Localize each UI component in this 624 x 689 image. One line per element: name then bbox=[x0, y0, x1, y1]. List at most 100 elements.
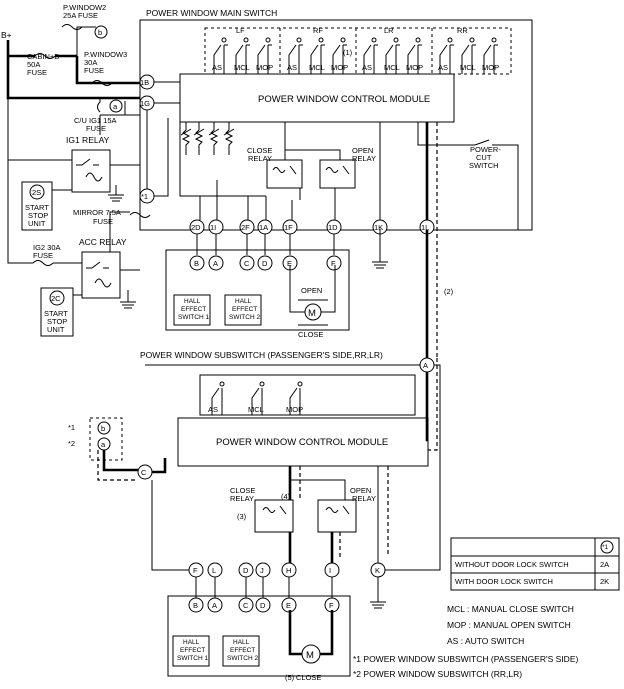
svg-text:HALL: HALL bbox=[235, 298, 252, 305]
main-harness-pin-label: F bbox=[331, 259, 336, 268]
sub-harness-pin bbox=[188, 597, 204, 613]
main-connector-label: 2F bbox=[241, 223, 250, 232]
mirror-fuse: MIRROR 7.5A FUSE bbox=[73, 208, 151, 226]
connector-1g: 1G bbox=[140, 99, 150, 108]
main-switch-label: MOP bbox=[482, 63, 499, 72]
svg-text:50A: 50A bbox=[27, 60, 40, 69]
main-harness-pin-label: A bbox=[213, 259, 218, 268]
main-switch-contact bbox=[332, 44, 347, 74]
start-stop-unit-2c: 2C START STOP UNIT bbox=[40, 287, 74, 337]
svg-text:HALL: HALL bbox=[233, 639, 250, 646]
svg-text:CABIN+B: CABIN+B bbox=[27, 52, 59, 61]
main-switch-label: MCL bbox=[309, 63, 325, 72]
callout-2: (2) bbox=[444, 287, 454, 296]
power-cut-label-2: CUT bbox=[476, 153, 492, 162]
main-control-module bbox=[179, 73, 455, 123]
sub-close-relay-label-2: RELAY bbox=[230, 494, 254, 503]
sub-ref-b: b bbox=[101, 424, 105, 433]
callout-1: (1) bbox=[343, 48, 353, 57]
svg-text:SWITCH 2: SWITCH 2 bbox=[229, 314, 260, 321]
main-switch-label: MCL bbox=[460, 63, 476, 72]
svg-text:EFFECT: EFFECT bbox=[180, 647, 205, 654]
sub-hall-switch-2 bbox=[222, 635, 260, 667]
svg-text:25A FUSE: 25A FUSE bbox=[63, 11, 98, 20]
svg-text:FUSE: FUSE bbox=[33, 251, 53, 260]
sub-control-module bbox=[177, 417, 429, 467]
main-switch-label: MOP bbox=[256, 63, 273, 72]
svg-text:SWITCH 2: SWITCH 2 bbox=[227, 655, 258, 662]
legend-mop: MOP : MANUAL OPEN SWITCH bbox=[447, 620, 571, 630]
sub-switch-label: MOP bbox=[286, 405, 303, 414]
open-relay-label: OPEN bbox=[352, 146, 373, 155]
group-rf: RF bbox=[313, 26, 323, 35]
sub-connector-label: F bbox=[193, 566, 198, 575]
svg-text:SWITCH 1: SWITCH 1 bbox=[177, 655, 208, 662]
main-harness-pin bbox=[257, 255, 273, 271]
sub-switch-contact bbox=[289, 387, 301, 415]
main-switch-label: AS bbox=[362, 63, 372, 72]
svg-text:MIRROR 7.5A: MIRROR 7.5A bbox=[73, 208, 121, 217]
main-connector-label: 1D bbox=[328, 223, 338, 232]
resistor bbox=[193, 122, 205, 155]
sub-ref-a: a bbox=[101, 440, 106, 449]
svg-text:a: a bbox=[113, 102, 118, 111]
sub-ref-star1: *1 bbox=[68, 423, 75, 432]
sub-harness-pin-label: C bbox=[243, 601, 249, 610]
svg-text:FUSE: FUSE bbox=[27, 68, 47, 77]
sub-switch-title: POWER WINDOW SUBSWITCH (PASSENGER'S SIDE… bbox=[140, 350, 383, 360]
main-switch-label: MOP bbox=[406, 63, 423, 72]
sub-connector-c: C bbox=[141, 468, 147, 477]
svg-text:30A: 30A bbox=[84, 58, 97, 67]
cabin-fuse: CABIN+B 50A FUSE bbox=[27, 52, 59, 77]
svg-text:HALL: HALL bbox=[184, 298, 201, 305]
svg-text:HALL: HALL bbox=[183, 639, 200, 646]
pwindow2-fuse: P.WINDOW2 25A FUSE bbox=[61, 3, 106, 30]
power-cut-label-3: SWITCH bbox=[469, 161, 499, 170]
sub-ref-star2: *2 bbox=[68, 439, 75, 448]
main-switch-title: POWER WINDOW MAIN SWITCH bbox=[146, 8, 277, 18]
group-rr: RR bbox=[457, 26, 468, 35]
main-switch-contact bbox=[483, 44, 498, 74]
svg-text:STOP: STOP bbox=[28, 211, 48, 220]
main-harness-pin-label: E bbox=[287, 259, 292, 268]
main-switch-contact bbox=[439, 44, 454, 74]
main-hall-switch-2 bbox=[224, 294, 262, 326]
main-harness-pin bbox=[239, 255, 255, 271]
sub-harness-pin-label: E bbox=[286, 601, 291, 610]
svg-text:C/U IG1 15A: C/U IG1 15A bbox=[74, 116, 117, 125]
connector-table: *1 WITHOUT DOOR LOCK SWITCH 2A WITH DOOR… bbox=[450, 537, 620, 591]
svg-text:EFFECT: EFFECT bbox=[230, 647, 255, 654]
svg-text:EFFECT: EFFECT bbox=[232, 306, 257, 313]
svg-text:2C: 2C bbox=[51, 294, 61, 303]
sub-open-relay-label: OPEN bbox=[350, 486, 371, 495]
legend-mcl: MCL : MANUAL CLOSE SWITCH bbox=[447, 604, 574, 614]
sub-harness-pin-label: D bbox=[260, 601, 266, 610]
sub-harness-pin bbox=[255, 597, 271, 613]
table-row-1-label: WITHOUT DOOR LOCK SWITCH bbox=[455, 560, 569, 569]
sub-open-relay bbox=[317, 499, 357, 533]
main-switch-label: MCL bbox=[234, 63, 250, 72]
svg-text:FUSE: FUSE bbox=[93, 217, 113, 226]
main-control-module-label: POWER WINDOW CONTROL MODULE bbox=[258, 94, 430, 105]
svg-text:ACC RELAY: ACC RELAY bbox=[79, 237, 127, 247]
pwindow3-fuse: P.WINDOW3 30A FUSE bbox=[84, 50, 127, 86]
ig2-fuse: IG2 30A FUSE bbox=[32, 243, 61, 266]
main-harness-pin bbox=[326, 255, 342, 271]
main-connector-label: 1K bbox=[374, 223, 383, 232]
sub-switch-label: MCL bbox=[248, 405, 264, 414]
callout-3: (3) bbox=[237, 512, 247, 521]
ig1-relay: IG1 RELAY bbox=[66, 135, 111, 193]
sub-open-relay-label-2: RELAY bbox=[352, 494, 376, 503]
sub-connector-label: I bbox=[329, 566, 331, 575]
sub-connector-label: D bbox=[243, 566, 249, 575]
sub-connector-label: J bbox=[260, 566, 264, 575]
svg-text:START: START bbox=[25, 203, 49, 212]
connector-b-top: b bbox=[98, 28, 102, 37]
svg-text:FUSE: FUSE bbox=[84, 66, 104, 75]
svg-text:2S: 2S bbox=[32, 188, 41, 197]
start-stop-unit-2s: 2S START STOP UNIT bbox=[21, 181, 53, 231]
acc-relay: ACC RELAY bbox=[79, 237, 127, 299]
main-harness-pin bbox=[208, 255, 224, 271]
svg-text:M: M bbox=[308, 308, 316, 319]
